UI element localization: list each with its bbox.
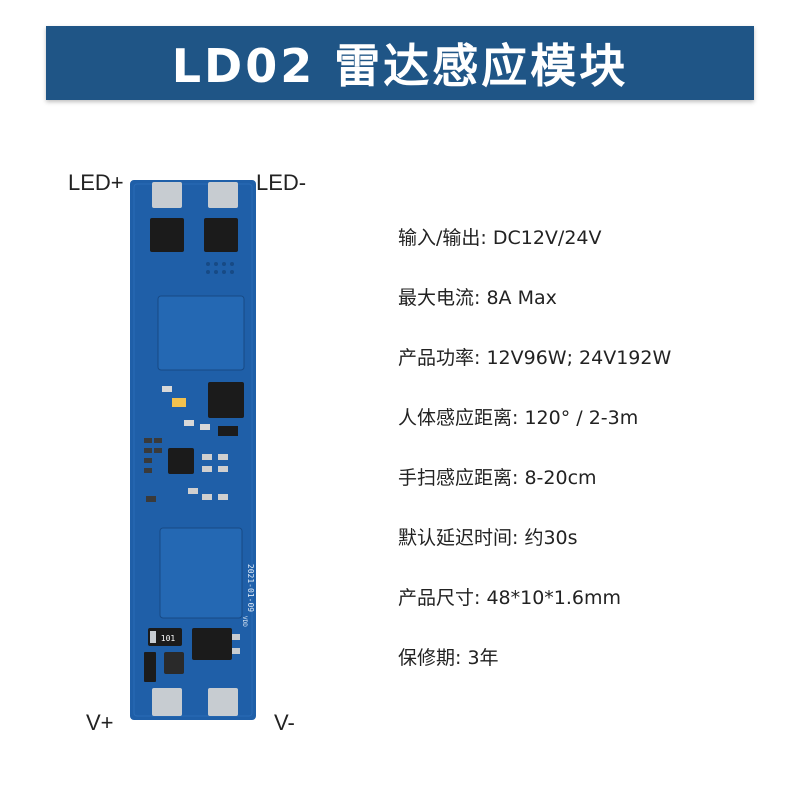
spec-value: DC12V/24V bbox=[492, 227, 602, 249]
resistor-101 bbox=[148, 628, 182, 646]
mosfet-chip-1 bbox=[150, 218, 184, 252]
spec-label: 输入/输出: bbox=[398, 227, 487, 249]
pad-v-plus bbox=[152, 688, 182, 716]
date-marking: 2021-01-09 bbox=[246, 564, 255, 612]
status-led bbox=[172, 398, 186, 407]
spec-value: 约30s bbox=[524, 527, 578, 549]
resistor-code: 101 bbox=[161, 634, 176, 643]
pin-label-led-minus: LED- bbox=[256, 170, 307, 195]
spec-value: 120° / 2-3m bbox=[524, 407, 639, 429]
spec-value: 8-20cm bbox=[524, 467, 597, 489]
spec-row-size: 产品尺寸: 48*10*1.6mm bbox=[398, 580, 778, 640]
vdd-marking: VDD bbox=[241, 616, 248, 627]
pad-led-plus bbox=[152, 182, 182, 208]
spec-row-max-current: 最大电流: 8A Max bbox=[398, 280, 778, 340]
spec-row-hand-range: 手扫感应距离: 8-20cm bbox=[398, 460, 778, 520]
spec-label: 产品尺寸: bbox=[398, 587, 481, 609]
pad-led-minus bbox=[208, 182, 238, 208]
spec-row-io: 输入/输出: DC12V/24V bbox=[398, 220, 778, 280]
antenna-patch-upper bbox=[157, 295, 245, 371]
spec-value: 48*10*1.6mm bbox=[486, 587, 622, 609]
pin-label-led-plus: LED+ bbox=[68, 170, 124, 195]
spec-label: 保修期: bbox=[398, 647, 462, 669]
page-title: LD02 雷达感应模块 bbox=[171, 39, 629, 93]
spec-label: 最大电流: bbox=[398, 287, 481, 309]
mcu-chip bbox=[168, 448, 194, 474]
diode bbox=[144, 652, 156, 682]
pcb-illustration: 2021-01-09 VDD 101 bbox=[130, 180, 256, 720]
pin-label-v-minus: V- bbox=[274, 710, 295, 735]
spec-label: 人体感应距离: bbox=[398, 407, 519, 429]
title-banner: LD02 雷达感应模块 bbox=[46, 26, 754, 100]
spec-row-body-range: 人体感应距离: 120° / 2-3m bbox=[398, 400, 778, 460]
spec-value: 3年 bbox=[467, 647, 499, 669]
spec-label: 产品功率: bbox=[398, 347, 481, 369]
spec-value: 8A Max bbox=[486, 287, 557, 309]
radar-ic-chip bbox=[208, 382, 244, 418]
pad-v-minus bbox=[208, 688, 238, 716]
spec-row-power: 产品功率: 12V96W; 24V192W bbox=[398, 340, 778, 400]
radar-pcb-board: 2021-01-09 VDD 101 bbox=[128, 176, 260, 724]
antenna-patch-lower bbox=[159, 527, 243, 619]
spec-label: 默认延迟时间: bbox=[398, 527, 519, 549]
capacitor bbox=[164, 652, 184, 674]
spec-list: 输入/输出: DC12V/24V 最大电流: 8A Max 产品功率: 12V9… bbox=[398, 220, 778, 700]
pin-label-v-plus: V+ bbox=[86, 710, 114, 735]
spec-label: 手扫感应距离: bbox=[398, 467, 519, 489]
spec-row-warranty: 保修期: 3年 bbox=[398, 640, 778, 700]
mosfet-chip-2 bbox=[204, 218, 238, 252]
spec-row-delay: 默认延迟时间: 约30s bbox=[398, 520, 778, 580]
regulator-chip bbox=[192, 628, 232, 660]
spec-value: 12V96W; 24V192W bbox=[486, 347, 672, 369]
